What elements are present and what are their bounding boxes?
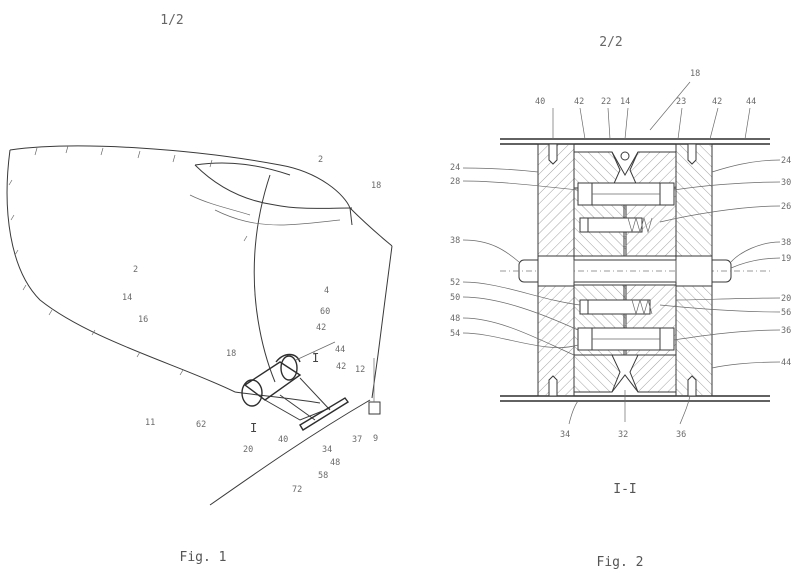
ref-40: 40 [278,435,288,445]
page-label-2: 2/2 [599,35,622,50]
ref-top-42b: 42 [712,97,722,107]
ref-62: 62 [196,420,206,430]
ref-11: 11 [145,418,155,428]
ref-right-30: 30 [781,178,791,188]
figure-1: 1/2 [6,13,393,565]
ref-12: 12 [355,365,365,375]
fig2-reference-numerals: 18 40 42 22 14 23 42 44 24 28 38 52 50 4… [450,69,791,440]
ref-right-20: 20 [781,294,791,304]
ref-bottom-36: 36 [676,430,686,440]
ref-left-54: 54 [450,329,460,339]
ref-right-38: 38 [781,238,791,248]
figure-2: 2/2 [450,35,791,570]
ref-9: 9 [373,434,378,444]
cylinder-assembly [241,341,350,431]
ref-top-23: 23 [676,97,686,107]
ref-37: 37 [352,435,362,445]
bottom-bolt [577,298,675,351]
ref-left-50: 50 [450,293,460,303]
hull-outline [6,145,393,506]
ref-34: 34 [322,445,332,455]
ref-right-56: 56 [781,308,791,318]
ref-44: 44 [335,345,345,355]
ref-14: 14 [122,293,132,303]
ref-left-24: 24 [450,163,460,173]
center-top-right [629,151,677,189]
ref-right-44: 44 [781,358,791,368]
ref-top-42: 42 [574,97,584,107]
ref-right-26: 26 [781,202,791,212]
section-title: I-I [613,482,636,497]
fig1-caption: Fig. 1 [180,550,227,565]
ref-72: 72 [292,485,302,495]
ref-18: 18 [226,349,236,359]
ref-bottom-34: 34 [560,430,570,440]
ref-top-44: 44 [746,97,756,107]
ref-42b: 42 [336,362,346,372]
center-top-left [573,151,621,189]
ref-top-14: 14 [620,97,630,107]
ref-2b: 2 [133,265,138,275]
ref-top-40: 40 [535,97,545,107]
fig2-caption: Fig. 2 [597,555,644,570]
fig1-reference-numerals: 2 18 2 14 16 4 60 42 18 44 42 12 11 62 2… [122,155,381,495]
ref-left-38: 38 [450,236,460,246]
ref-right-24: 24 [781,156,791,166]
ref-top-18: 18 [690,69,700,79]
ref-4: 4 [324,286,329,296]
ref-18-top: 18 [371,181,381,191]
section-mark-upper: I [312,351,319,365]
ref-60: 60 [320,307,330,317]
page-label-1: 1/2 [160,13,183,28]
ref-58: 58 [318,471,328,481]
ref-48: 48 [330,458,340,468]
ref-20: 20 [243,445,253,455]
ref-left-52: 52 [450,278,460,288]
ref-16: 16 [138,315,148,325]
ref-2: 2 [318,155,323,165]
ref-left-28: 28 [450,177,460,187]
ref-right-19: 19 [781,254,791,264]
ref-bottom-32: 32 [618,430,628,440]
central-shaft [500,255,770,287]
top-bolt [577,182,675,234]
section-mark-lower: I [250,421,257,435]
ref-right-36: 36 [781,326,791,336]
leader-lines [462,81,781,425]
ref-42: 42 [316,323,326,333]
ref-top-22: 22 [601,97,611,107]
ref-left-48: 48 [450,314,460,324]
